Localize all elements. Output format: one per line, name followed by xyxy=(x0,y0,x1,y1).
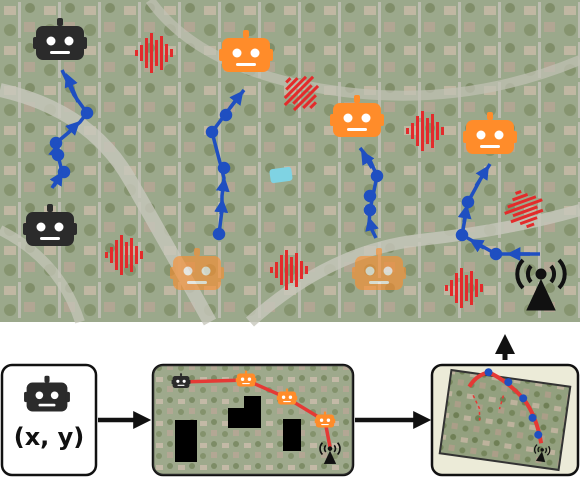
input-panel: (x, y) xyxy=(0,363,98,477)
obstacle xyxy=(283,419,301,451)
trajectory-2 xyxy=(205,88,246,241)
trajectories xyxy=(48,69,540,261)
planning-map-panel xyxy=(151,363,355,477)
coordinate-label: (x, y) xyxy=(14,423,85,451)
aerial-scene xyxy=(0,0,580,327)
obstacle xyxy=(175,420,197,462)
trajectory-4 xyxy=(455,163,540,261)
trajectory-3 xyxy=(358,146,384,239)
georeferenced-panel xyxy=(430,363,580,477)
trajectory-1 xyxy=(48,69,94,189)
obstacle xyxy=(228,408,261,428)
